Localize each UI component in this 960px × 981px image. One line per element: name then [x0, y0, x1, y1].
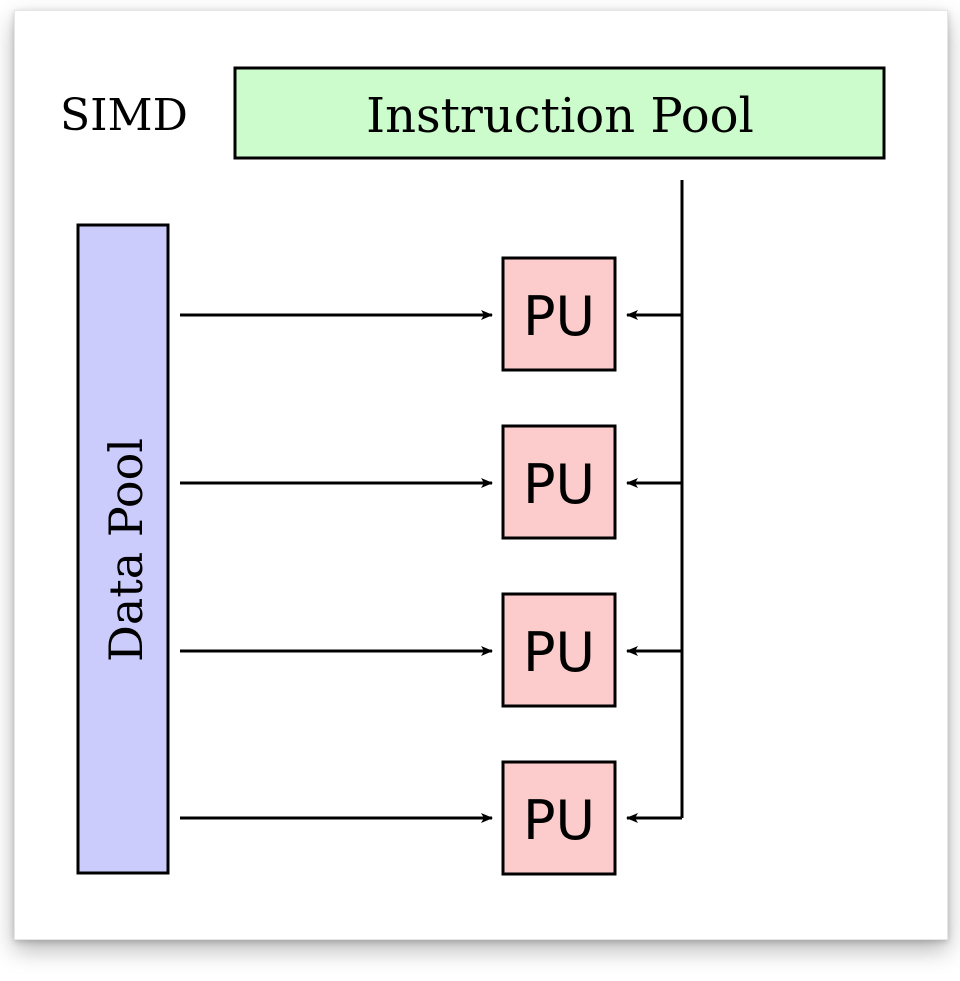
processing-unit-box — [501, 760, 617, 876]
processing-unit-box — [501, 424, 617, 540]
data-pool-box — [76, 223, 170, 875]
processing-unit-label: PU — [523, 789, 595, 852]
data-pool-label: Data Pool — [99, 438, 153, 662]
processing-unit-box — [501, 592, 617, 708]
processing-unit-box — [501, 256, 617, 372]
diagram-title: SIMD — [60, 90, 188, 141]
instruction-pool-label: Instruction Pool — [366, 88, 754, 144]
diagram-card — [14, 10, 948, 940]
instruction-pool-box — [233, 66, 886, 160]
processing-unit-label: PU — [523, 453, 595, 516]
processing-unit-label: PU — [523, 285, 595, 348]
processing-unit-label: PU — [523, 621, 595, 684]
